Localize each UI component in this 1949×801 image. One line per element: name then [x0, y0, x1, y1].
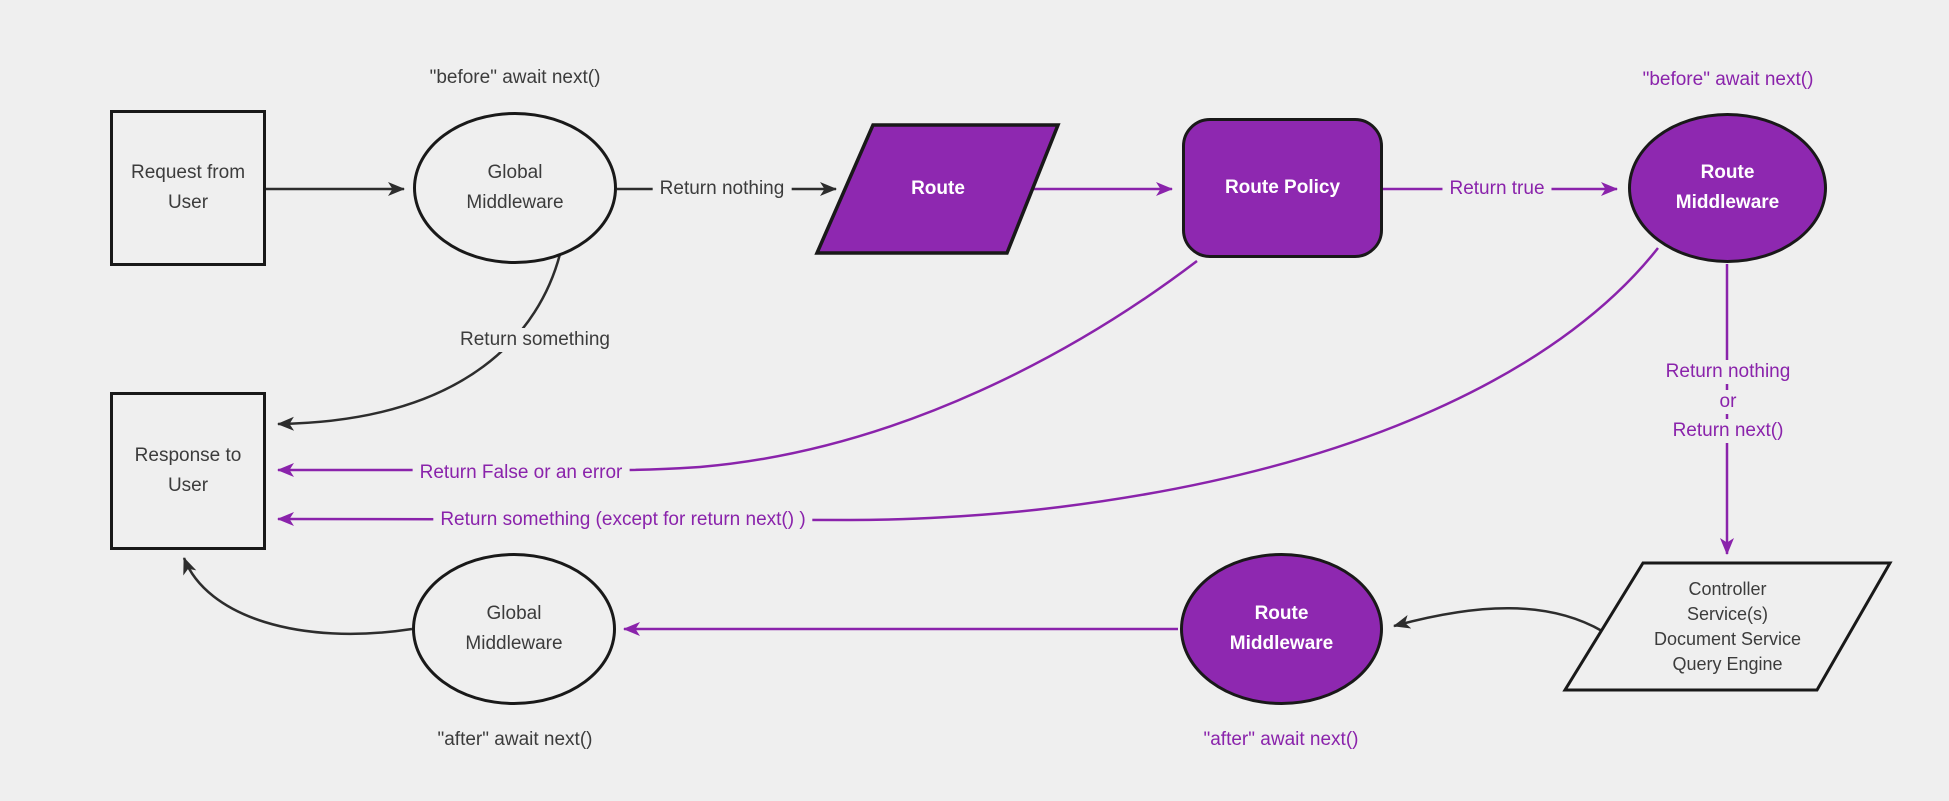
edge-services-to-routemw-bottom [1393, 607, 1603, 633]
route-middleware-bottom-label: Route Middleware [1229, 603, 1334, 654]
route-policy-label: Route Policy [1224, 177, 1341, 198]
response-to-user-node: Response to User [110, 392, 266, 550]
edge-label-return-nothing-or-line1: Return nothing [1658, 360, 1798, 384]
edge-label-return-nothing-or-line3: Return next() [1665, 419, 1791, 443]
annotation-before-await-next-global: "before" await next() [429, 67, 601, 88]
edge-routemw-return-something-to-response [277, 247, 1659, 527]
route-middleware-top-node: Route Middleware [1628, 113, 1827, 263]
services-line-query-engine: Query Engine [1672, 653, 1783, 674]
request-from-user-node: Request from User [110, 110, 266, 266]
edge-globalmw-return-something-to-response [277, 253, 562, 431]
global-middleware-top-node: Global Middleware [413, 112, 617, 264]
annotation-after-await-next-route: "after" await next() [1203, 729, 1359, 750]
edge-label-return-something: Return something [453, 328, 617, 352]
edge-label-return-true: Return true [1442, 177, 1552, 201]
global-middleware-bottom-label: Global Middleware [465, 603, 563, 654]
annotation-after-await-next-global: "after" await next() [437, 729, 593, 750]
services-node-shape [1562, 561, 1893, 692]
edge-label-return-nothing-or-line2: or [1712, 390, 1744, 414]
services-line-controller: Controller [1688, 578, 1767, 599]
services-line-services: Service(s) [1686, 603, 1768, 624]
services-line-document-service: Document Service [1653, 628, 1802, 649]
edge-globalmw-bottom-to-response [182, 557, 413, 636]
route-node-shape [814, 123, 1061, 255]
route-node-label: Route [911, 178, 965, 199]
route-policy-node: Route Policy [1182, 118, 1383, 258]
request-from-user-label: Request from User [130, 162, 246, 213]
route-middleware-top-label: Route Middleware [1675, 162, 1780, 213]
global-middleware-top-label: Global Middleware [466, 162, 564, 213]
route-middleware-bottom-node: Route Middleware [1180, 553, 1383, 705]
edge-label-return-false-or-error: Return False or an error [412, 461, 630, 485]
services-node-text: Controller Service(s) Document Service Q… [1585, 565, 1870, 688]
edge-label-return-nothing: Return nothing [652, 177, 792, 201]
response-to-user-label: Response to User [134, 445, 242, 496]
edge-routepolicy-return-false-to-response [277, 260, 1198, 477]
annotation-before-await-next-route: "before" await next() [1642, 69, 1814, 90]
global-middleware-bottom-node: Global Middleware [412, 553, 616, 705]
edge-label-return-something-except: Return something (except for return next… [433, 508, 813, 532]
